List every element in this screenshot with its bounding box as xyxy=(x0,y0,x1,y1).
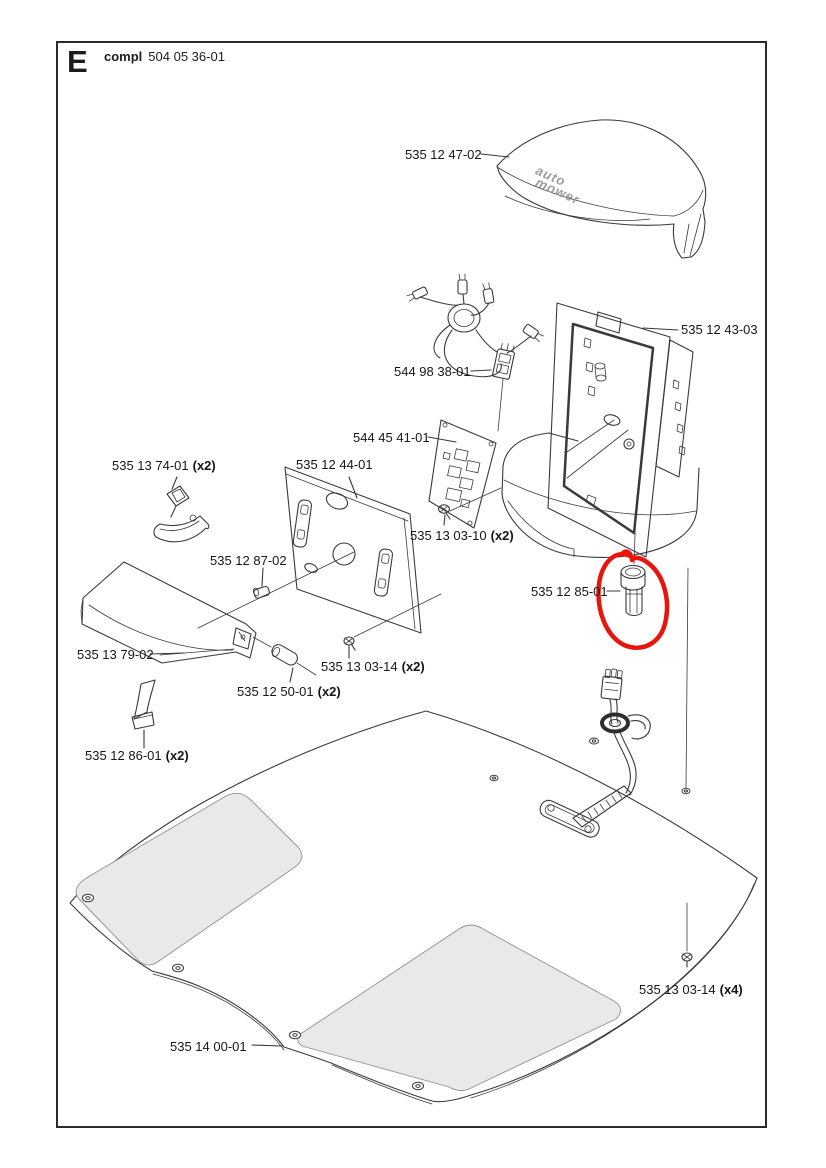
chassis-screw-holes xyxy=(82,737,691,1091)
part-number: 535 12 87-02 xyxy=(210,553,287,568)
part-label-top-cover: 535 12 47-02 xyxy=(405,147,482,162)
wiring-harness-drawing xyxy=(406,273,544,380)
part-number: 535 12 43-03 xyxy=(681,322,758,337)
chassis-plate-drawing xyxy=(69,710,758,1105)
part-qty: (x2) xyxy=(165,748,189,763)
section-letter: E xyxy=(67,44,88,79)
part-label-hatch-cover: 535 13 79-02 xyxy=(77,647,154,662)
button-drawing xyxy=(620,564,646,617)
bracket-drawing xyxy=(153,485,210,543)
assembly-prefix: compl xyxy=(104,49,143,64)
part-label-screw-03-10: 535 13 03-10(x2) xyxy=(410,528,514,543)
part-qty: (x2) xyxy=(317,684,341,699)
highlight-circle-annotation xyxy=(596,549,670,650)
part-number: 535 13 03-14 xyxy=(321,659,398,674)
rear-frame-drawing xyxy=(547,302,694,558)
assembly-header: compl 504 05 36-01 xyxy=(104,49,225,64)
assembly-axis-lines xyxy=(197,378,689,952)
part-qty: (x2) xyxy=(192,458,216,473)
part-number: 535 12 47-02 xyxy=(405,147,482,162)
screw-03-14-x2-drawing xyxy=(343,636,356,651)
circuit-board-drawing xyxy=(428,419,497,529)
part-label-bracket: 535 13 74-01(x2) xyxy=(112,458,216,473)
part-number: 535 12 86-01 xyxy=(85,748,162,763)
part-number: 535 14 00-01 xyxy=(170,1039,247,1054)
part-number: 544 45 41-01 xyxy=(353,430,430,445)
part-label-button: 535 12 85-01 xyxy=(531,584,608,599)
screw-03-10-drawing xyxy=(437,504,451,520)
part-number: 535 13 79-02 xyxy=(77,647,154,662)
part-label-pin-87: 535 12 87-02 xyxy=(210,553,287,568)
mounting-plate-drawing xyxy=(284,466,422,634)
part-qty: (x2) xyxy=(490,528,514,543)
assembly-number: 504 05 36-01 xyxy=(148,49,225,64)
part-label-circuit-board: 544 45 41-01 xyxy=(353,430,430,445)
part-label-rear-frame: 535 12 43-03 xyxy=(681,322,758,337)
part-label-screw-03-14-x2: 535 13 03-14(x2) xyxy=(321,659,425,674)
part-label-strip: 535 12 86-01(x2) xyxy=(85,748,189,763)
strip-drawing xyxy=(131,679,156,730)
part-label-mounting-plate: 535 12 44-01 xyxy=(296,457,373,472)
top-cover-drawing: auto mower xyxy=(496,119,707,259)
part-number: 544 98 38-01 xyxy=(394,364,471,379)
part-number: 535 12 44-01 xyxy=(296,457,373,472)
part-label-screw-03-14-x4: 535 13 03-14(x4) xyxy=(639,982,743,997)
part-qty: (x4) xyxy=(719,982,743,997)
part-label-pin-50: 535 12 50-01(x2) xyxy=(237,684,341,699)
pin-50-drawing xyxy=(271,644,298,666)
part-number: 535 12 85-01 xyxy=(531,584,608,599)
part-number: 535 13 74-01 xyxy=(112,458,189,473)
part-label-chassis-plate: 535 14 00-01 xyxy=(170,1039,247,1054)
screw-03-14-x4-drawing xyxy=(681,952,693,968)
part-qty: (x2) xyxy=(401,659,425,674)
part-number: 535 13 03-14 xyxy=(639,982,716,997)
hatch-cover-drawing xyxy=(80,561,257,664)
part-label-wiring-harness: 544 98 38-01 xyxy=(394,364,471,379)
chassis-cable-assembly-drawing xyxy=(539,668,651,838)
part-number: 535 12 50-01 xyxy=(237,684,314,699)
part-number: 535 13 03-10 xyxy=(410,528,487,543)
label-leader-lines xyxy=(143,153,679,1047)
